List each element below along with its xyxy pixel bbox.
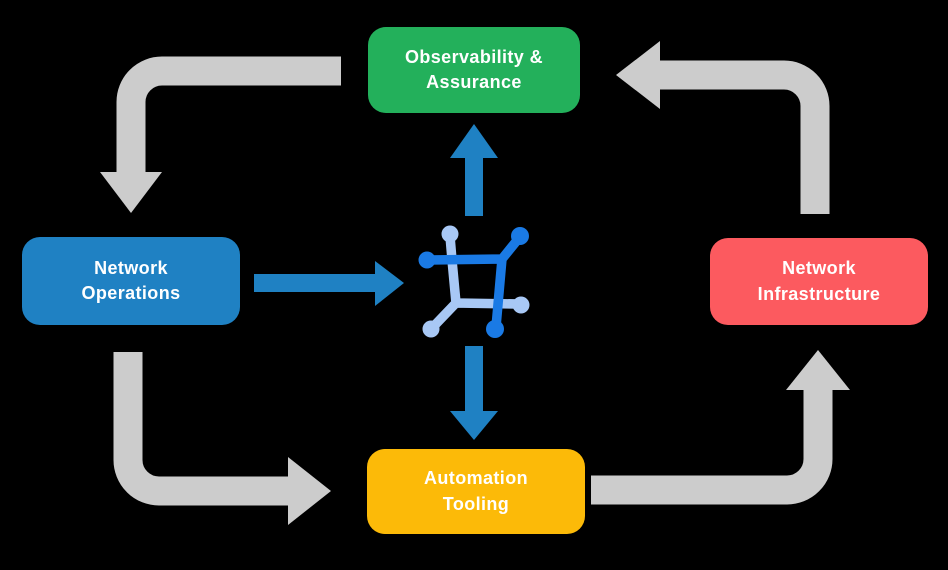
node-label: Network Operations	[81, 257, 181, 303]
arrow-head-up	[786, 350, 850, 390]
arrow-head-right	[288, 457, 331, 525]
arrow-shaft	[113, 352, 289, 506]
node-automation-tooling: Automation Tooling	[367, 449, 585, 534]
icon-node-light	[512, 296, 530, 314]
arrow-observability-to-operations	[100, 56, 341, 213]
arrow-automation-to-infrastructure	[591, 350, 850, 505]
arrow-shaft	[591, 389, 833, 505]
node-network-infrastructure: Network Infrastructure	[710, 238, 928, 325]
arrow-center-to-observability	[450, 124, 498, 216]
arrow-head-up	[450, 124, 498, 158]
arrow-head-right	[375, 261, 404, 306]
arrow-center-to-automation	[450, 346, 498, 440]
icon-dark-segments	[424, 233, 524, 332]
arrow-infrastructure-to-observability	[616, 41, 830, 214]
icon-node-dark	[511, 227, 529, 245]
arrow-head-left	[616, 41, 660, 109]
node-observability-assurance: Observability & Assurance	[368, 27, 580, 113]
arrow-shaft	[116, 56, 341, 173]
arrow-shaft	[659, 60, 830, 214]
arrow-operations-to-automation	[113, 352, 331, 525]
arrow-head-down	[450, 411, 498, 440]
arrow-head-down	[100, 172, 162, 213]
icon-node-light	[441, 225, 459, 243]
node-label: Automation Tooling	[424, 468, 528, 514]
node-label: Observability & Assurance	[404, 46, 544, 92]
network-nodes-icon	[418, 225, 530, 338]
icon-node-light	[422, 320, 440, 338]
node-network-operations: Network Operations	[22, 237, 240, 325]
node-label: Network Infrastructure	[757, 258, 881, 304]
icon-node-dark	[418, 251, 436, 269]
arrow-operations-to-center	[254, 261, 404, 306]
icon-node-dark	[486, 320, 504, 338]
